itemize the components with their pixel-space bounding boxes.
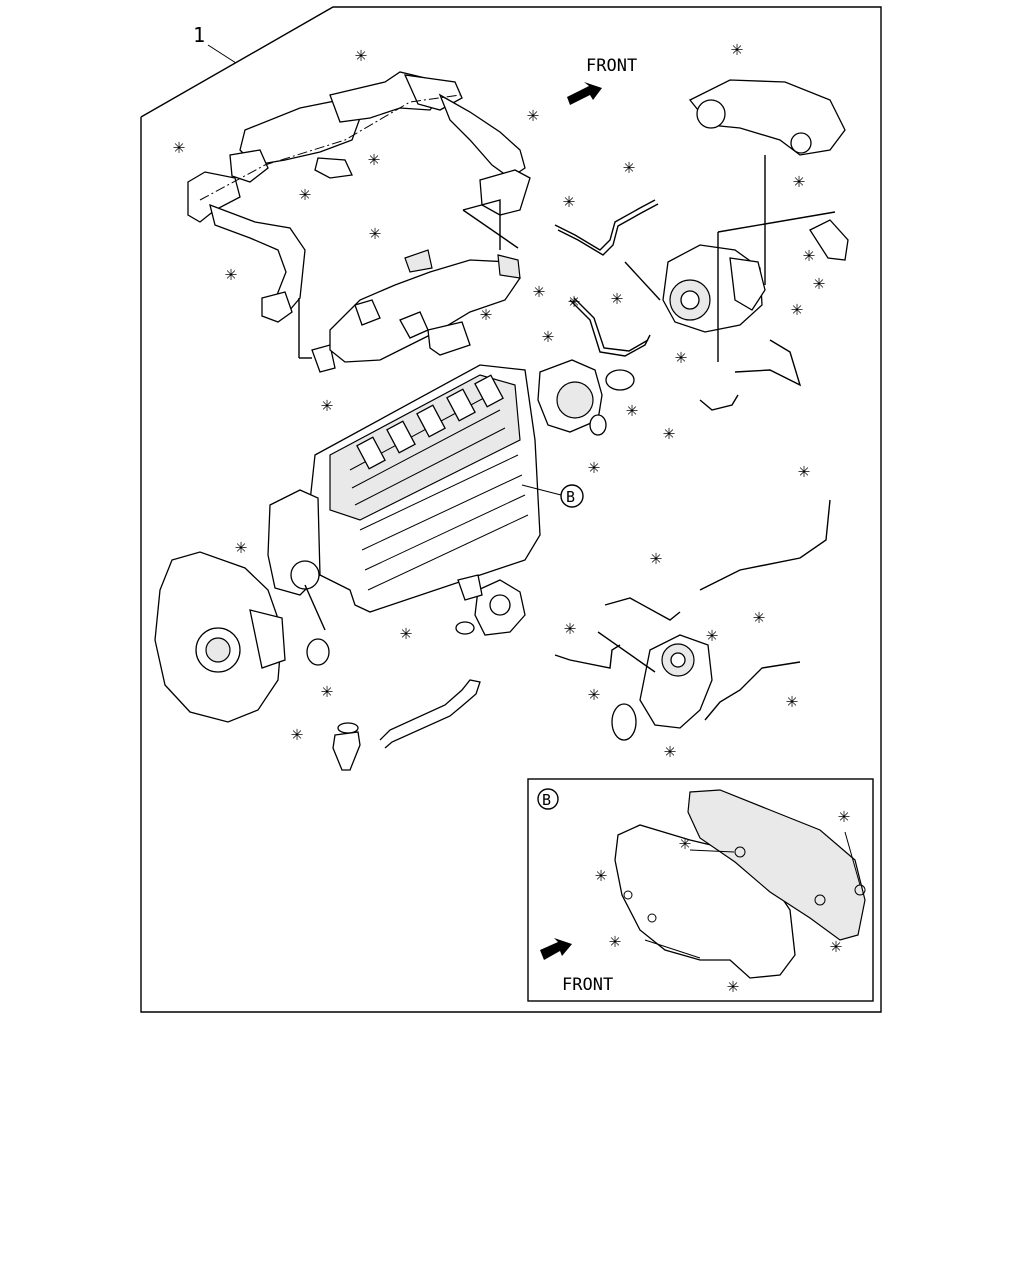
kit-part-marker: ✳ [595, 862, 607, 886]
front-label-detail: FRONT [562, 975, 613, 995]
kit-part-marker: ✳ [533, 278, 545, 302]
callout-b-main-label: B [566, 488, 575, 506]
kit-part-marker: ✳ [321, 678, 333, 702]
air-compressor [554, 499, 831, 741]
kit-part-marker: ✳ [803, 242, 815, 266]
callout-b-detail-label: B [542, 791, 551, 809]
kit-part-marker: ✳ [813, 270, 825, 294]
egr-pipe-assembly [187, 71, 531, 373]
kit-part-marker: ✳ [650, 545, 662, 569]
kit-part-marker: ✳ [368, 146, 380, 170]
kit-part-marker: ✳ [664, 738, 676, 762]
engine-block [267, 364, 541, 613]
kit-part-marker: ✳ [480, 301, 492, 325]
kit-part-marker: ✳ [527, 102, 539, 126]
detail-box-b [527, 778, 874, 1002]
item-number-label: 1 [193, 23, 205, 47]
kit-part-marker: ✳ [623, 154, 635, 178]
kit-part-marker: ✳ [321, 392, 333, 416]
kit-part-marker: ✳ [838, 803, 850, 827]
exhaust-manifold [329, 199, 521, 363]
kit-part-marker: ✳ [706, 622, 718, 646]
kit-part-marker: ✳ [173, 134, 185, 158]
kit-part-marker: ✳ [588, 681, 600, 705]
turbocharger [662, 79, 846, 362]
kit-part-marker: ✳ [663, 420, 675, 444]
flywheel-housing [154, 551, 330, 723]
kit-part-marker: ✳ [588, 454, 600, 478]
front-arrow-main [567, 82, 602, 105]
kit-part-marker: ✳ [225, 261, 237, 285]
kit-part-marker: ✳ [299, 181, 311, 205]
kit-part-marker: ✳ [609, 928, 621, 952]
kit-part-marker: ✳ [369, 220, 381, 244]
kit-part-marker: ✳ [727, 973, 739, 997]
kit-part-marker: ✳ [793, 168, 805, 192]
water-outlet-housing [537, 359, 635, 436]
kit-frame [140, 6, 882, 1013]
kit-part-marker: ✳ [568, 288, 580, 312]
kit-part-marker: ✳ [791, 296, 803, 320]
kit-part-marker: ✳ [753, 604, 765, 628]
kit-part-marker: ✳ [626, 397, 638, 421]
kit-part-marker: ✳ [355, 42, 367, 66]
kit-part-marker: ✳ [679, 830, 691, 854]
turbo-oil-lines [554, 199, 849, 411]
kit-part-marker: ✳ [235, 534, 247, 558]
kit-part-marker: ✳ [291, 721, 303, 745]
kit-part-marker: ✳ [563, 188, 575, 212]
kit-part-marker: ✳ [830, 933, 842, 957]
kit-part-markers: ✳ ✳ ✳ ✳ ✳ ✳ ✳ ✳ ✳ ✳ ✳ ✳ ✳ ✳ ✳ ✳ ✳ ✳ ✳ ✳ ✳ ✳ ✳ ✳ ✳ ✳ ✳ ✳ ✳ ✳ ✳ ✳ ✳ ✳ ✳ ✳ ✳ ✳ ✳ ✳… [173, 36, 850, 997]
kit-part-marker: ✳ [798, 458, 810, 482]
kit-part-marker: ✳ [542, 323, 554, 347]
oil-pump [332, 574, 526, 771]
kit-part-marker: ✳ [786, 688, 798, 712]
kit-part-marker: ✳ [564, 615, 576, 639]
front-label-main: FRONT [586, 56, 637, 76]
kit-part-marker: ✳ [611, 285, 623, 309]
callout-b-main [521, 484, 584, 508]
kit-part-marker: ✳ [400, 620, 412, 644]
kit-part-marker: ✳ [731, 36, 743, 60]
kit-part-marker: ✳ [675, 344, 687, 368]
